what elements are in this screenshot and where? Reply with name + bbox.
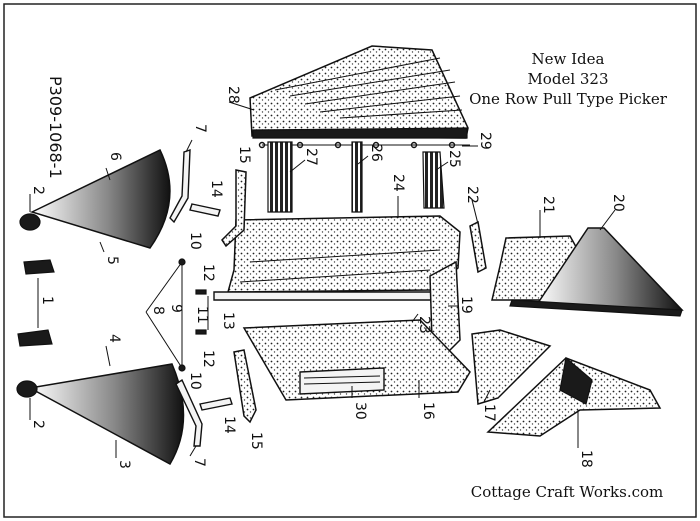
label-27: 27 (303, 148, 319, 166)
part-27-strip (267, 141, 293, 213)
diagram-border (3, 3, 697, 518)
part-22-bracket (469, 220, 487, 274)
label-23: 23 (416, 316, 432, 334)
part-17-shield (471, 329, 552, 405)
label-13: 13 (220, 312, 236, 330)
label-14-lower: 14 (221, 416, 237, 434)
part-15-upper (221, 169, 247, 248)
label-24: 24 (390, 174, 406, 192)
part-7-upper (169, 149, 191, 224)
part-14-upper (189, 203, 221, 217)
label-22: 22 (464, 186, 480, 204)
part-1-lower (17, 329, 53, 347)
part-number: P309-1068-1 (46, 76, 65, 179)
part-26-strip (351, 141, 363, 213)
part-15-lower (233, 349, 257, 424)
title-line-2: Model 323 (527, 70, 608, 88)
cone-lower-3 (16, 363, 185, 466)
bolts-29 (258, 141, 470, 149)
part-24-gatherer-body (213, 215, 461, 301)
part-14-lower (199, 397, 233, 411)
part-1-upper (23, 259, 55, 275)
part-20-cone-shield (509, 227, 684, 317)
cone-upper-6 (19, 148, 171, 249)
label-12-lower: 12 (200, 350, 216, 368)
label-15-lower: 15 (248, 432, 264, 450)
label-7-lower: 7 (191, 458, 207, 467)
label-8: 8 (150, 306, 166, 315)
label-4: 4 (106, 334, 122, 343)
part-28-snout-cover (249, 45, 469, 139)
part-16-lower-panel (242, 319, 471, 401)
label-10-upper: 10 (187, 232, 203, 250)
label-29: 29 (477, 132, 493, 150)
label-16: 16 (420, 402, 436, 420)
label-26: 26 (368, 144, 384, 162)
credit-text: Cottage Craft Works.com (471, 483, 664, 501)
linkage-8-13 (145, 258, 209, 372)
label-14-upper: 14 (208, 180, 224, 198)
part-18-lower-shield (486, 356, 662, 437)
title-line-1: New Idea (532, 50, 605, 68)
label-17: 17 (481, 404, 497, 422)
label-19: 19 (458, 296, 474, 314)
part-19-plate (429, 260, 461, 353)
label-25: 25 (446, 150, 462, 168)
label-9: 9 (168, 304, 184, 313)
label-3: 3 (116, 460, 132, 469)
label-21: 21 (540, 196, 556, 214)
label-15-upper: 15 (236, 146, 252, 164)
label-2-upper: 2 (30, 186, 46, 195)
label-12-upper: 12 (200, 264, 216, 282)
label-28: 28 (225, 86, 241, 104)
label-18: 18 (578, 450, 594, 468)
label-2-lower: 2 (30, 420, 46, 429)
leader-lines (29, 101, 616, 458)
part-25-strip (422, 151, 445, 209)
callouts: 28 29 27 26 25 24 22 21 20 19 23 16 30 1… (30, 86, 626, 469)
label-1: 1 (39, 296, 55, 305)
label-5: 5 (104, 256, 120, 265)
label-10-lower: 10 (187, 372, 203, 390)
label-6: 6 (107, 152, 123, 161)
label-30: 30 (352, 402, 368, 420)
label-11: 11 (194, 306, 210, 324)
title-line-3: One Row Pull Type Picker (469, 90, 668, 108)
label-20: 20 (610, 194, 626, 212)
part-7-lower (175, 378, 203, 447)
label-7-upper: 7 (192, 124, 208, 133)
